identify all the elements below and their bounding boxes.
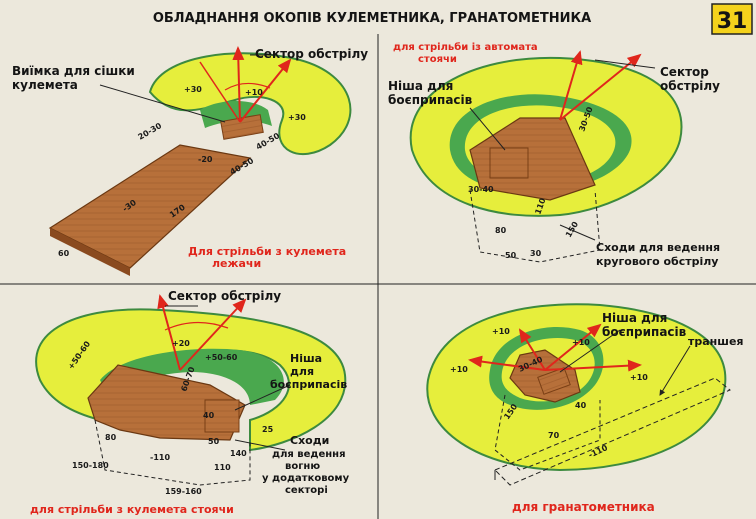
niche-leader — [99, 84, 226, 123]
trench-leader — [659, 345, 691, 396]
caption-top-line2: стоячи — [418, 54, 457, 65]
dim-110: -110 — [150, 453, 170, 462]
page-number: 31 — [717, 9, 748, 34]
angle-center: +10 — [245, 88, 263, 97]
sector-label-line1: Сектор — [660, 65, 709, 79]
sector-label-line2: обстрілу — [660, 79, 720, 93]
dim-110b: 110 — [214, 463, 231, 472]
sector-arrow-1 — [518, 328, 546, 371]
ammo-niche-box — [537, 367, 571, 395]
sector-arrow-4 — [544, 359, 642, 372]
niche-label-line1: Ніша для — [602, 311, 667, 325]
sector-arc — [224, 82, 271, 91]
dim-40: 40 — [203, 411, 215, 420]
ammo-niche-box — [204, 399, 240, 433]
dim-70: 70 — [548, 431, 560, 440]
sector-line-left — [199, 61, 241, 123]
parapet-grass — [100, 348, 284, 405]
sector-label: Сектор обстрілу — [255, 47, 368, 61]
niche-leader — [469, 107, 506, 151]
steps-outline — [469, 189, 601, 263]
sector-arrow-left — [157, 294, 181, 371]
dim-60: 60 — [58, 249, 70, 258]
dim-40-50: 40-50 — [255, 131, 282, 152]
niche-label-line2: боєприпасів — [388, 93, 473, 107]
dim-30-40: 30-40 — [468, 185, 494, 194]
steps-outline — [494, 394, 601, 471]
dim-140: 140 — [230, 449, 247, 458]
steps-label-line2: для ведення — [272, 449, 346, 460]
dim-150-180: 150-180 — [72, 461, 109, 470]
sector-label: Сектор обстрілу — [168, 289, 281, 303]
dim-50: 50 — [208, 437, 220, 446]
sector-arrow-right — [179, 298, 247, 371]
niche-label-line2: боєприпасів — [602, 325, 687, 339]
steps-label-line1: Сходи — [290, 434, 329, 447]
panel-machine-gun-standing: Сектор обстрілу +50-60 +20 +50-60 Ніша д… — [30, 289, 350, 516]
dim-150: 150 — [564, 220, 580, 239]
trench-pit — [469, 117, 596, 201]
niche-label-line3: боєприпасів — [270, 378, 347, 391]
steps-leader — [234, 439, 286, 451]
angle-left: +10 — [450, 365, 468, 374]
sector-leader — [594, 59, 656, 69]
niche-label-line1: Ніша — [290, 352, 322, 365]
dim-25: 25 — [262, 425, 274, 434]
ammo-niche-box — [489, 147, 529, 179]
trench-outline — [494, 377, 731, 486]
caption-top-line1: для стрільби із автомата — [393, 41, 538, 53]
steps-leader — [559, 224, 596, 241]
steps-outline — [94, 419, 251, 486]
angle-center: +20 — [172, 339, 190, 348]
dim-20: -20 — [198, 155, 213, 164]
niche-label-line1: Виїмка для сішки — [12, 64, 135, 78]
sector-arrow-right — [239, 58, 292, 123]
caption-line1: Для стрільби з кулемета — [188, 245, 346, 258]
niche-leader — [559, 329, 621, 373]
niche-label-line1: Ніша для — [388, 79, 453, 93]
angle-right: +50-60 — [205, 353, 238, 362]
panel-rifle-standing: для стрільби із автомата стоячи Ніша для… — [388, 41, 720, 268]
niche-label-line2: кулемета — [12, 78, 78, 92]
steps-label-line3: вогню — [285, 461, 320, 472]
caption-line2: лежачи — [212, 257, 261, 270]
steps-label-line1: Сходи для ведення — [596, 241, 720, 254]
angle-right-top: +10 — [572, 338, 590, 347]
panel-grenade-launcher: +10 +10 +10 +10 Ніша для боєприпасів тра… — [426, 303, 743, 514]
sector-arrow-2 — [544, 323, 602, 371]
angle-right: +30 — [288, 113, 306, 122]
angle-left: +30 — [184, 85, 202, 94]
page-number-badge — [711, 3, 753, 35]
dim-80: 80 — [495, 226, 507, 235]
dim-40: 40 — [575, 401, 587, 410]
steps-label-line4: у додатковому — [262, 473, 350, 484]
steps-label-line5: секторі — [285, 485, 328, 496]
angle-left-top: +10 — [492, 327, 510, 336]
dim-20-30: 20-30 — [137, 121, 164, 142]
trench-wall — [50, 228, 130, 276]
dim-30: 30 — [530, 249, 542, 258]
caption: для гранатометника — [512, 500, 655, 514]
niche-label-line2: для — [290, 365, 314, 378]
sector-arrow-1 — [559, 50, 583, 121]
caption: для стрільби з кулемета стоячи — [30, 503, 234, 516]
dim-50: 50 — [505, 251, 517, 260]
trench-label: траншея — [688, 335, 743, 348]
dim-80: 80 — [105, 433, 117, 442]
sector-arc — [164, 321, 229, 331]
sector-arrow-2 — [559, 53, 642, 121]
poster-title: ОБЛАДНАННЯ ОКОПІВ КУЛЕМЕТНИКА, ГРАНАТОМЕ… — [153, 11, 591, 26]
panel-machine-gun-prone: Виїмка для сішки кулемета Сектор обстріл… — [12, 46, 368, 276]
niche-leader — [234, 384, 291, 411]
steps-label-line2: кругового обстрілу — [596, 255, 718, 268]
angle-right: +10 — [630, 373, 648, 382]
dim-159-160: 159-160 — [165, 487, 202, 496]
sector-arrow-3 — [468, 355, 546, 371]
